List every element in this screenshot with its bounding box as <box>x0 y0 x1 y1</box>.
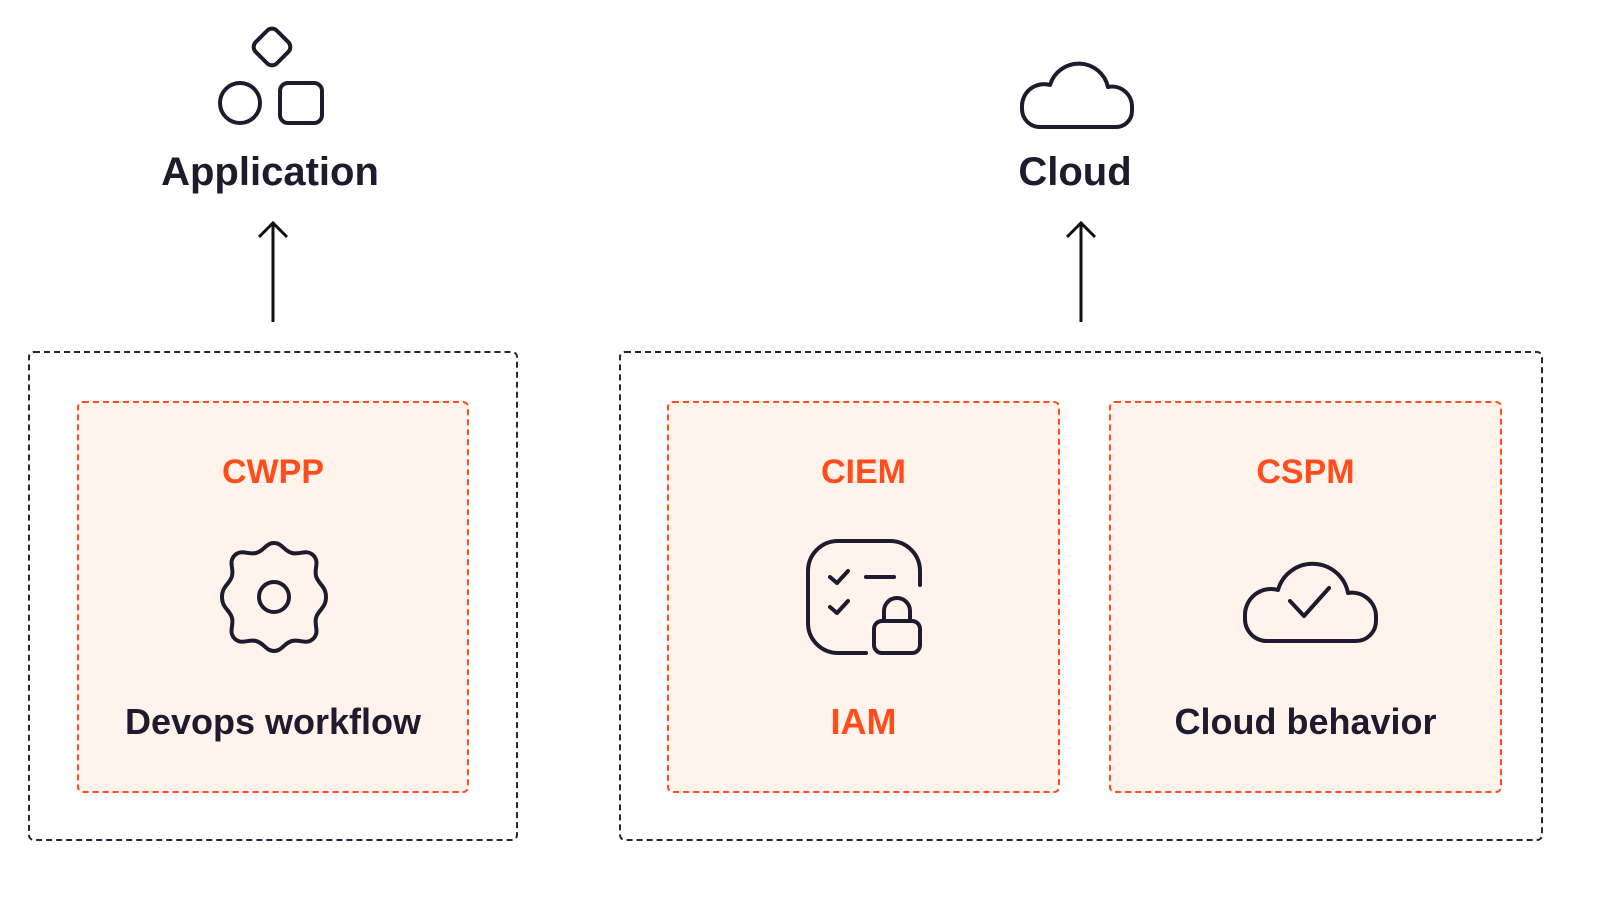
module-card-ciem: CIEM IAM <box>667 401 1060 793</box>
checklist-lock-icon <box>806 539 922 655</box>
cloud-title: Cloud <box>1018 150 1132 194</box>
application-group <box>28 351 518 841</box>
module-card-cwpp: CWPP Devops workflow <box>77 401 469 793</box>
arrow-up-icon <box>257 220 289 322</box>
cloud-check-icon <box>1242 561 1379 643</box>
cloud-icon <box>1019 61 1135 129</box>
module-acronym: CIEM <box>821 453 906 491</box>
module-card-cspm: CSPM Cloud behavior <box>1109 401 1502 793</box>
shapes-icon <box>218 26 324 125</box>
cloud-group <box>619 351 1543 841</box>
module-caption: Cloud behavior <box>1174 701 1437 742</box>
arrow-up-icon <box>1065 220 1097 322</box>
application-title: Application <box>161 150 379 194</box>
module-acronym: CSPM <box>1256 453 1355 491</box>
module-caption: IAM <box>830 701 897 742</box>
gear-icon <box>220 541 328 653</box>
module-acronym: CWPP <box>222 453 324 491</box>
module-caption: Devops workflow <box>124 701 422 742</box>
